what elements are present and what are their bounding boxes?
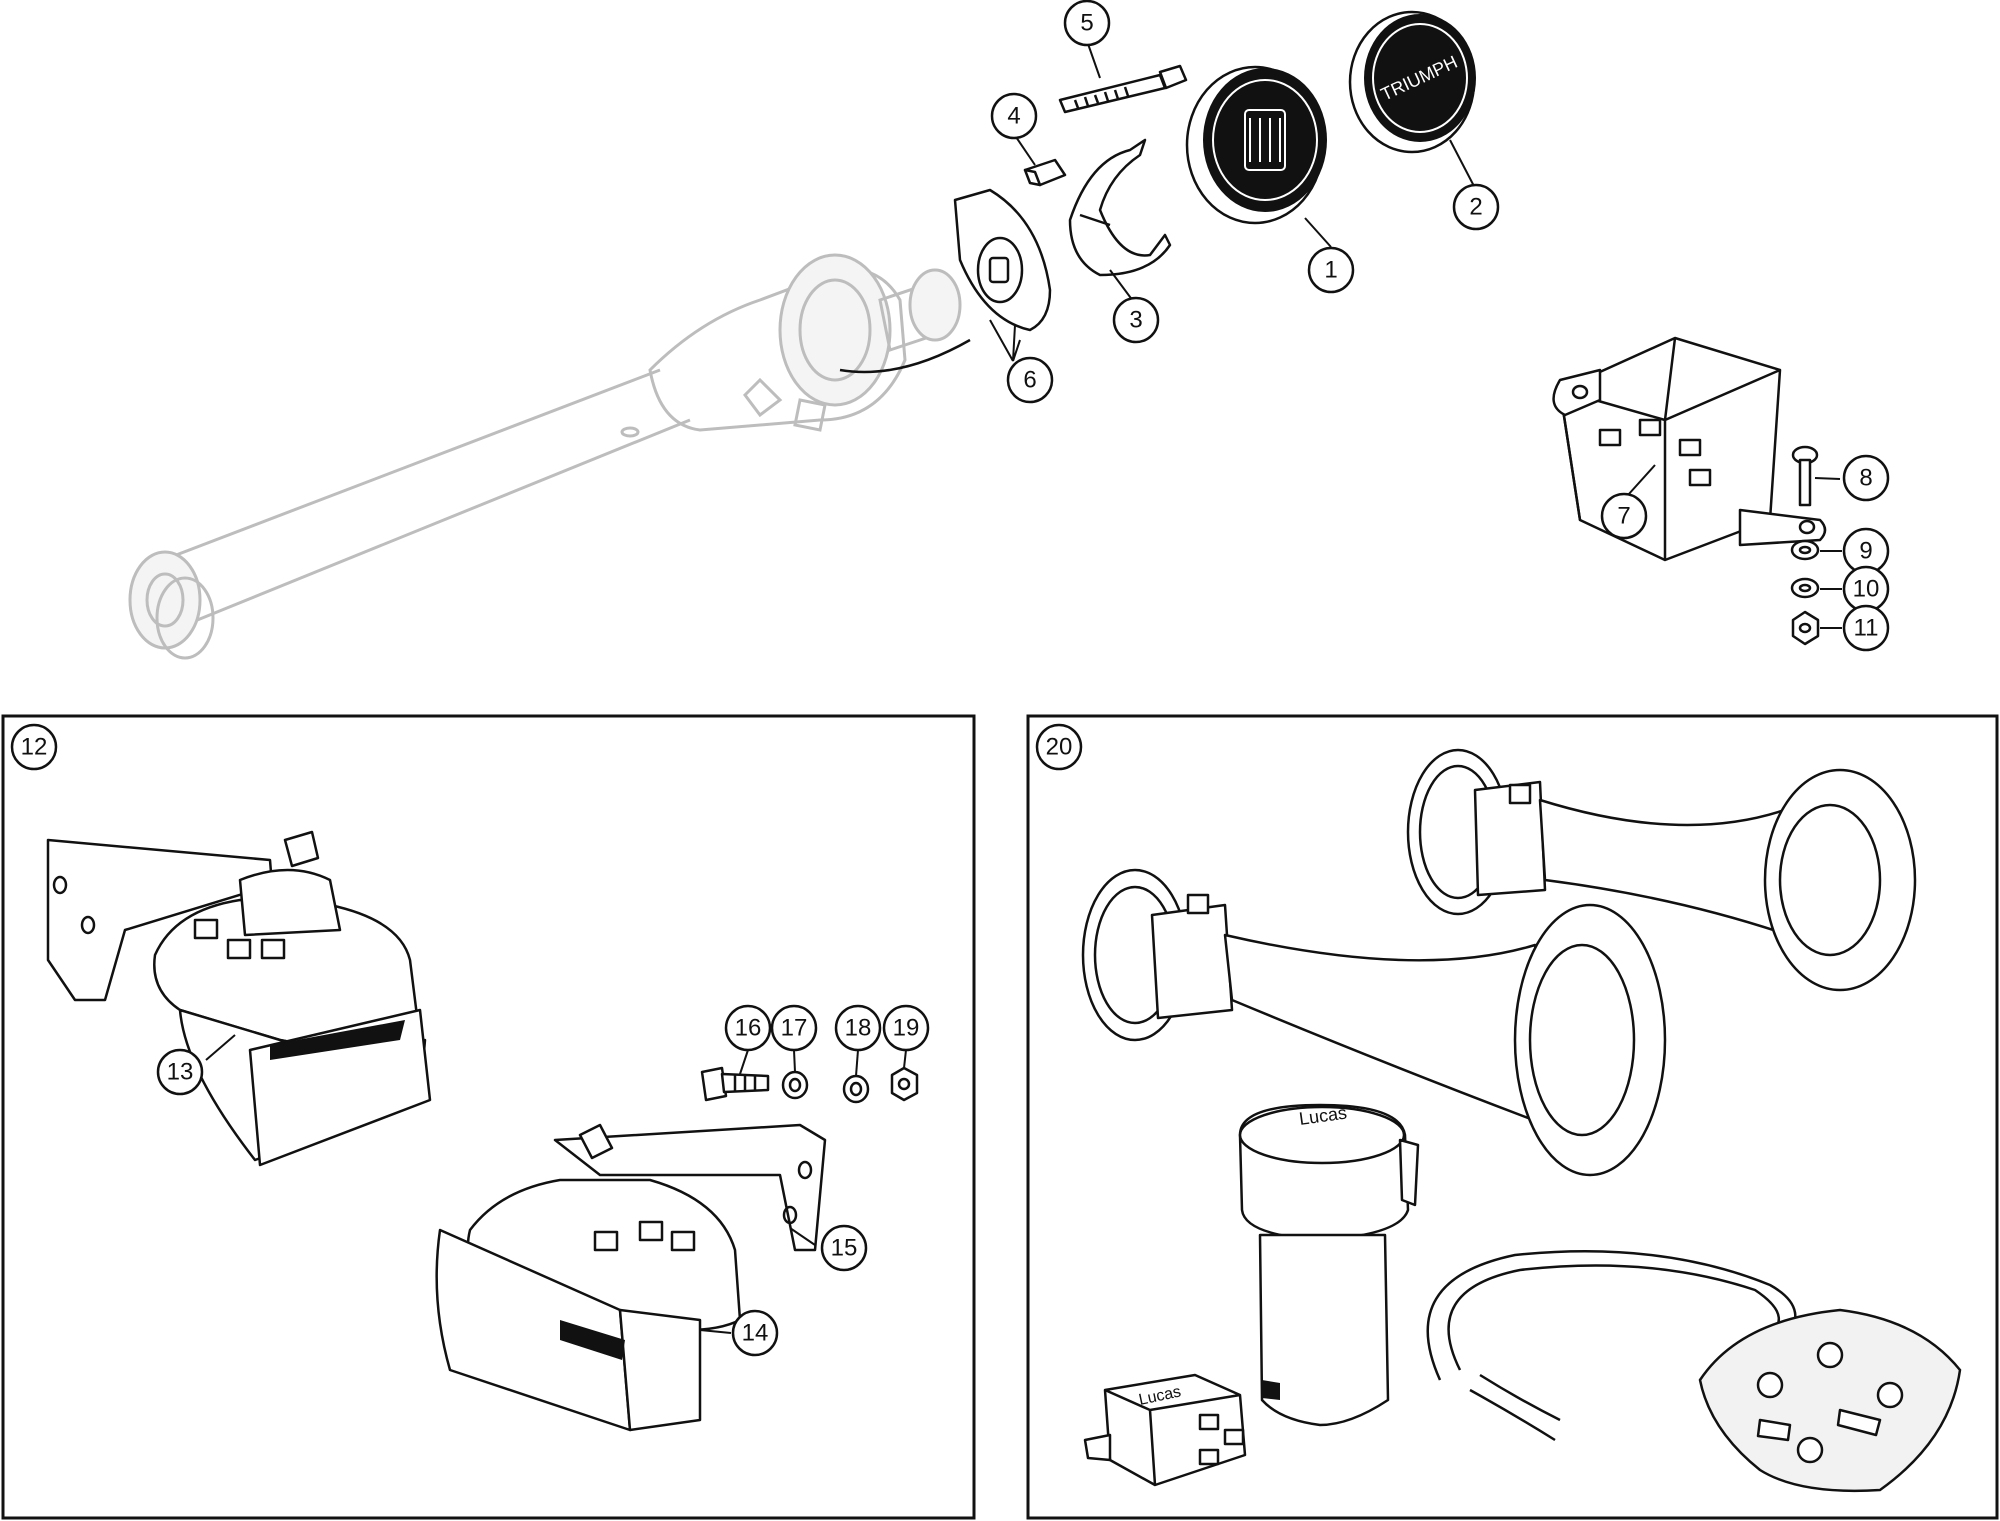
callout-8: 8 bbox=[1842, 454, 1890, 502]
callout-6: 6 bbox=[1006, 356, 1054, 404]
steering-column-ghost bbox=[128, 253, 971, 660]
svg-text:3: 3 bbox=[1129, 307, 1142, 334]
horn-push-badge bbox=[1185, 65, 1327, 225]
callout-5: 5 bbox=[1063, 0, 1111, 47]
callout-7: 7 bbox=[1600, 492, 1648, 540]
callout-14: 14 bbox=[731, 1309, 779, 1357]
horn-14-part bbox=[435, 1123, 827, 1432]
air-horn-relay-part: Lucas bbox=[1083, 1373, 1247, 1487]
bolt-part bbox=[700, 1066, 770, 1102]
callout-2: 2 bbox=[1452, 183, 1500, 231]
washer-part bbox=[781, 1070, 809, 1100]
callout-17: 17 bbox=[770, 1004, 818, 1052]
svg-text:8: 8 bbox=[1859, 465, 1872, 492]
svg-text:2: 2 bbox=[1469, 194, 1482, 221]
svg-text:14: 14 bbox=[742, 1320, 769, 1347]
callout-9: 9 bbox=[1842, 527, 1890, 575]
spring-washer-small-part bbox=[842, 1074, 870, 1104]
svg-text:7: 7 bbox=[1617, 503, 1630, 530]
plain-washer-part bbox=[1790, 539, 1820, 561]
svg-text:16: 16 bbox=[735, 1015, 762, 1042]
contact-ring-part bbox=[953, 188, 1052, 332]
nut-small-part bbox=[890, 1066, 919, 1102]
panel-label-12: 12 bbox=[10, 723, 58, 771]
svg-text:17: 17 bbox=[781, 1015, 808, 1042]
air-hose-part bbox=[1426, 1250, 1797, 1442]
svg-text:13: 13 bbox=[167, 1059, 194, 1086]
callout-13: 13 bbox=[156, 1048, 204, 1096]
callout-4: 4 bbox=[990, 92, 1038, 140]
callout-15: 15 bbox=[820, 1224, 868, 1272]
callout-18: 18 bbox=[834, 1004, 882, 1052]
panel-label-20: 20 bbox=[1035, 723, 1083, 771]
panel-single-horns bbox=[1, 714, 976, 1520]
nut-part bbox=[1791, 610, 1820, 646]
svg-text:4: 4 bbox=[1007, 103, 1020, 130]
leader-lines bbox=[205, 40, 1842, 1334]
compressor-part: Lucas bbox=[1238, 1102, 1420, 1427]
svg-text:9: 9 bbox=[1859, 538, 1872, 565]
svg-text:11: 11 bbox=[1854, 615, 1879, 642]
screw-part bbox=[1058, 64, 1188, 114]
air-horn-lower-part bbox=[1081, 868, 1667, 1177]
horn-relay-part bbox=[1552, 336, 1827, 562]
horn-13-part bbox=[46, 830, 432, 1167]
triumph-horn-push: TRIUMPH bbox=[1348, 10, 1476, 154]
callout-1: 1 bbox=[1307, 246, 1355, 294]
callout-3: 3 bbox=[1112, 296, 1160, 344]
svg-text:6: 6 bbox=[1023, 367, 1036, 394]
svg-text:15: 15 bbox=[831, 1235, 858, 1262]
callout-11: 11 bbox=[1842, 604, 1890, 652]
spring-washer-part bbox=[1790, 577, 1820, 599]
contact-spring-part bbox=[1068, 138, 1172, 277]
svg-text:20: 20 bbox=[1046, 734, 1073, 761]
svg-text:18: 18 bbox=[845, 1015, 872, 1042]
svg-text:1: 1 bbox=[1324, 257, 1337, 284]
fittings-bag-part bbox=[1698, 1308, 1962, 1493]
callout-10: 10 bbox=[1842, 565, 1890, 613]
svg-text:19: 19 bbox=[893, 1015, 920, 1042]
relay-screw-part bbox=[1791, 445, 1819, 507]
svg-text:5: 5 bbox=[1080, 10, 1093, 37]
air-horn-upper-part bbox=[1406, 748, 1917, 992]
insulator-pad-part bbox=[1023, 158, 1067, 187]
svg-text:10: 10 bbox=[1853, 576, 1880, 603]
callout-16: 16 bbox=[724, 1004, 772, 1052]
svg-text:12: 12 bbox=[21, 734, 48, 761]
callout-19: 19 bbox=[882, 1004, 930, 1052]
